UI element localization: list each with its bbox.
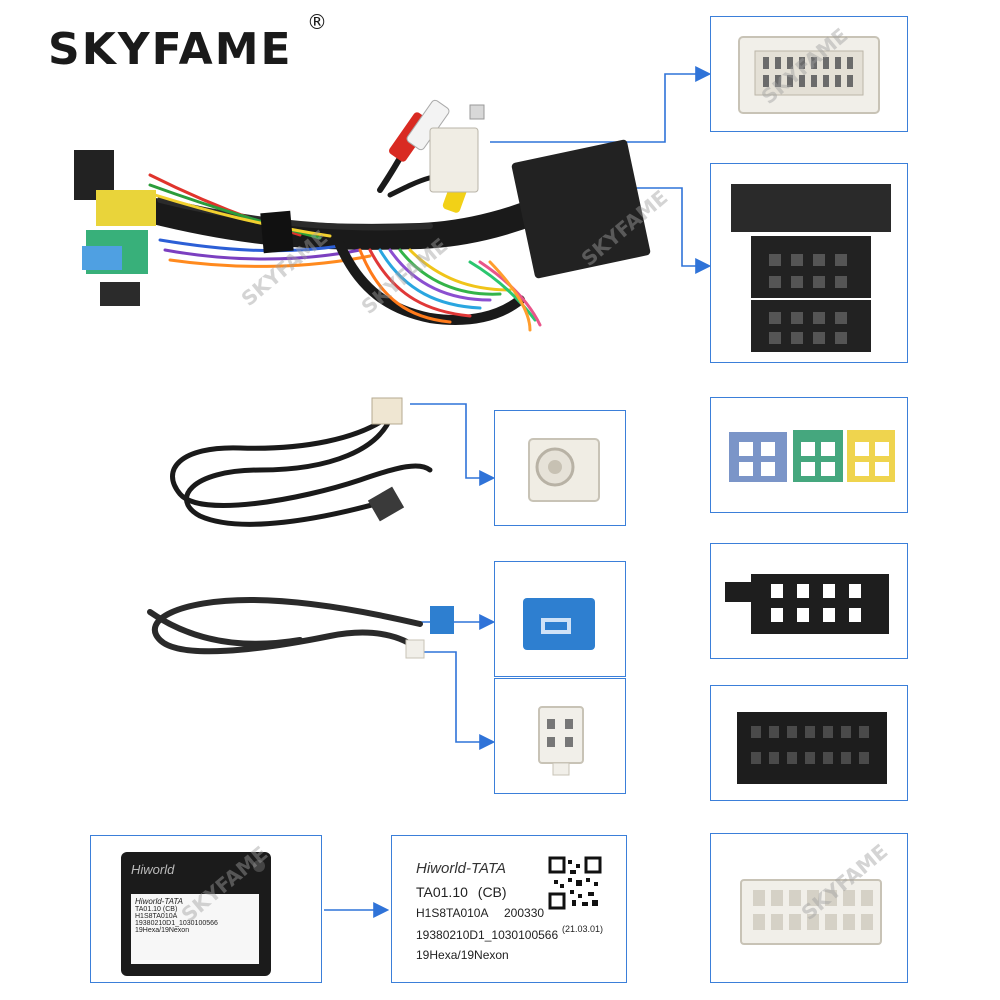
- label-vehicles: 19Hexa/19Nexon: [416, 948, 509, 962]
- small-sticker-vehicles: 19Hexa/19Nexon: [135, 927, 190, 934]
- label-model-code: TA01.10: [416, 884, 468, 900]
- panel-usb-blue: [494, 561, 626, 677]
- white-connector-image: [738, 36, 880, 114]
- white-4pin-connector-image: [538, 706, 584, 776]
- white-plug-image: [740, 879, 882, 945]
- label-serial: 19380210D1_1030100566: [416, 928, 559, 942]
- brand-logo: SKYFAME: [48, 24, 293, 75]
- label-date: (21.03.01): [562, 924, 604, 934]
- label-model-variant: (CB): [477, 884, 507, 900]
- panel-white-4pin: [494, 678, 626, 794]
- antenna-jack-image: [528, 438, 600, 502]
- blue-usb-connector-image: [523, 598, 595, 650]
- iso-connector-image: [731, 184, 891, 352]
- small-sticker: Hiworld-TATA TA01.10 (CB) H1S8TA010A 193…: [131, 894, 259, 964]
- panel-decoder-box: Hiworld Hiworld-TATA TA01.10 (CB) H1S8TA…: [90, 835, 322, 983]
- small-sticker-serial: 19380210D1_1030100566: [135, 920, 218, 927]
- panel-white-connector: [710, 16, 908, 132]
- black-plug-image: [737, 712, 887, 784]
- label-title: Hiworld-TATA: [416, 860, 506, 877]
- qr-code-icon: [548, 856, 602, 910]
- panel-white-plug: [710, 833, 908, 983]
- black-terminal-image: [725, 574, 889, 634]
- label-part-code: H1S8TA010A: [416, 906, 489, 920]
- panel-black-plug: [710, 685, 908, 801]
- label-model: TA01.10 (CB): [416, 884, 507, 900]
- small-sticker-part: H1S8TA010A: [135, 913, 178, 920]
- device-brand-logo: Hiworld: [131, 862, 175, 877]
- panel-iso-connector: [710, 163, 908, 363]
- panel-black-terminal: [710, 543, 908, 659]
- registered-mark: ®: [307, 10, 327, 34]
- panel-decoder-label: Hiworld-TATA TA01.10 (CB) H1S8TA010A 200…: [391, 835, 627, 983]
- small-sticker-title: Hiworld-TATA: [135, 897, 183, 906]
- label-batch: 200330: [504, 906, 545, 920]
- panel-antenna-jack: [494, 410, 626, 526]
- small-sticker-model: TA01.10 (CB): [135, 906, 178, 913]
- panel-colored-blocks: [710, 397, 908, 513]
- colored-blocks-image: [729, 430, 895, 482]
